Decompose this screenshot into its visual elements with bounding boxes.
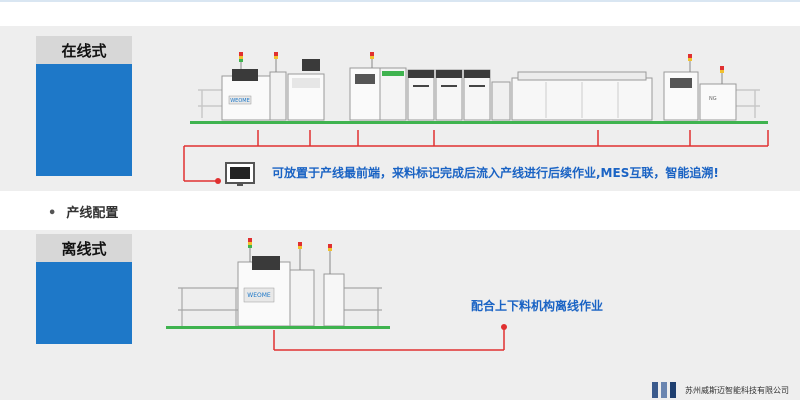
offline-machine-badge: WEOME bbox=[247, 292, 271, 299]
inline-production-line: WEOME bbox=[183, 52, 769, 186]
ng-label: NG bbox=[709, 96, 717, 102]
logo-bar-2 bbox=[661, 382, 667, 398]
offline-caption: 配合上下料机构离线作业 bbox=[471, 299, 604, 313]
inline-label: 在线式 bbox=[36, 36, 132, 64]
inline-caption: 可放置于产线最前端，来料标记完成后流入产线进行后续作业,MES互联，智能追溯! bbox=[272, 166, 719, 180]
offline-blue-block bbox=[36, 262, 132, 344]
section-heading: • 产线配置 bbox=[48, 202, 118, 221]
offline-panel: 离线式 WEOME bbox=[0, 230, 800, 400]
inline-blue-block bbox=[36, 64, 132, 176]
offline-label-block: 离线式 bbox=[36, 234, 132, 344]
inline-panel: 在线式 WEOME bbox=[0, 26, 800, 191]
inline-machine-badge: WEOME bbox=[230, 98, 250, 104]
bullet-dot: • bbox=[48, 206, 57, 221]
section-heading-text: 产线配置 bbox=[66, 206, 119, 221]
inline-machines: WEOME bbox=[221, 52, 737, 121]
offline-label: 离线式 bbox=[36, 234, 132, 262]
offline-green-rail bbox=[166, 326, 390, 329]
company-name: 苏州威斯迈智能科技有限公司 bbox=[685, 385, 789, 395]
inline-network-wires bbox=[183, 130, 769, 182]
offline-network-wire bbox=[273, 328, 505, 351]
top-divider bbox=[0, 0, 800, 2]
monitor-icon bbox=[225, 162, 255, 186]
offline-production-line: WEOME bbox=[166, 238, 507, 351]
logo-bar-3 bbox=[670, 382, 676, 398]
inline-label-block: 在线式 bbox=[36, 36, 132, 176]
footer-logo: 苏州威斯迈智能科技有限公司 bbox=[652, 382, 789, 398]
logo-bar-1 bbox=[652, 382, 658, 398]
inline-green-rail bbox=[190, 121, 768, 124]
